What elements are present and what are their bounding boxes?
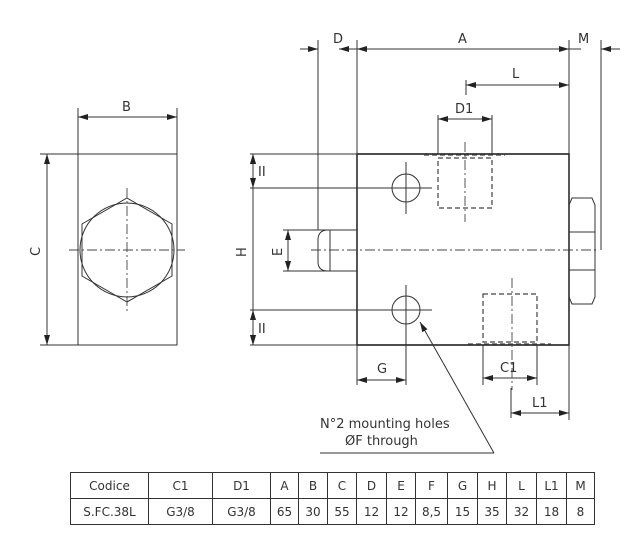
label-i-bottom: II [258,322,266,337]
side-view: B C [29,100,185,346]
label-l: L [512,67,520,82]
header-cell: M [566,472,595,499]
table-cell: S.FC.38L [70,498,149,525]
front-view: D A M L D1 C1 L1 [235,32,620,454]
dimensions-table: Codice C1 D1 A B C D E F G H L L1 M S.FC… [70,472,595,525]
header-cell: L1 [536,472,567,499]
table-header-row: Codice C1 D1 A B C D E F G H L L1 M [70,472,595,499]
header-cell: Codice [70,472,149,499]
nut-icon [568,197,596,305]
table-cell: 8 [566,498,595,525]
port-c1 [482,293,538,343]
label-g: G [377,362,387,377]
table-cell: 18 [536,498,567,525]
label-e: E [271,248,286,256]
header-cell: A [270,472,299,499]
header-cell: G [447,472,478,499]
label-b: B [122,100,131,115]
header-cell: C [327,472,357,499]
label-a: A [458,32,467,47]
header-cell: D1 [212,472,271,499]
table-cell: G3/8 [212,498,271,525]
table-cell: 30 [298,498,328,525]
note-line-2: ØF through [345,434,418,449]
label-l1: L1 [532,396,548,411]
table-cell: 8,5 [415,498,448,525]
port-d1 [437,157,493,209]
table-cell: 15 [447,498,478,525]
leader-line [419,321,495,454]
slot-e [283,229,358,272]
header-cell: L [506,472,537,499]
header-cell: F [415,472,448,499]
label-c1: C1 [500,361,517,376]
table-cell: 65 [270,498,299,525]
label-c: C [29,247,44,256]
label-i-top: II [258,165,266,180]
header-cell: D [356,472,387,499]
table-row: S.FC.38L G3/8 G3/8 65 30 55 12 12 8,5 15… [70,498,595,525]
label-m: M [578,32,589,47]
side-body [77,153,178,346]
table-cell: 12 [386,498,416,525]
header-cell: H [477,472,507,499]
label-h: H [235,247,250,257]
table-cell: 32 [506,498,537,525]
header-cell: C1 [148,472,213,499]
label-d1: D1 [455,102,473,117]
table-cell: 55 [327,498,357,525]
table-cell: 12 [356,498,387,525]
table-cell: G3/8 [148,498,213,525]
label-d: D [333,32,343,47]
note-line-1: N°2 mounting holes [320,417,450,432]
table-cell: 35 [477,498,507,525]
header-cell: B [298,472,328,499]
header-cell: E [386,472,416,499]
